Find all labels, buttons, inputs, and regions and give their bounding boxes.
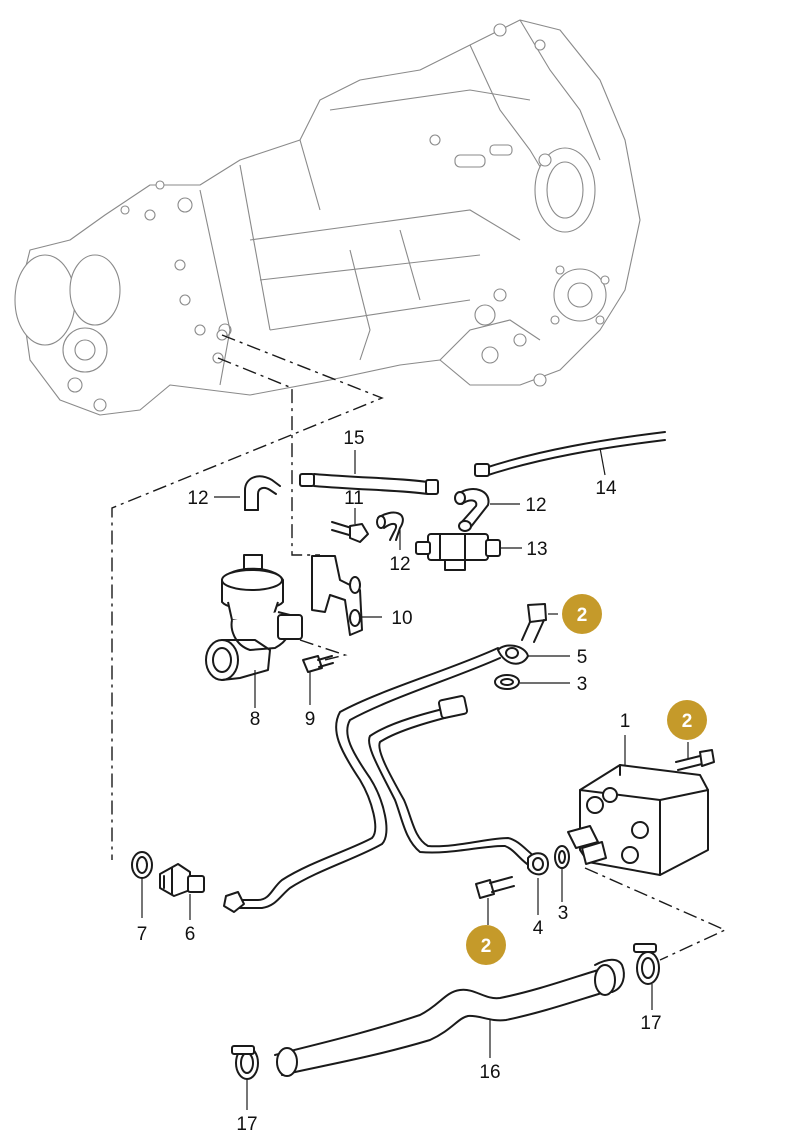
badge-2-right-text: 2 bbox=[682, 711, 693, 732]
callout-17-left: 17 bbox=[236, 1114, 257, 1135]
callout-12-left: 12 bbox=[187, 488, 208, 509]
bolt-upper-right bbox=[675, 742, 715, 771]
oil-cooler-1 bbox=[567, 735, 709, 876]
seal-3-lower bbox=[554, 845, 570, 902]
badge-2-upper-text: 2 bbox=[577, 605, 588, 626]
transmission-assembly bbox=[14, 19, 641, 416]
bolt-9 bbox=[302, 655, 334, 705]
bolt-11 bbox=[331, 508, 369, 543]
valve-13 bbox=[415, 533, 522, 571]
valve-8 bbox=[205, 554, 303, 708]
callout-1: 1 bbox=[620, 711, 631, 732]
callout-3-upper: 3 bbox=[577, 674, 588, 695]
clamp-17-right bbox=[633, 943, 660, 1010]
badge-2-lower: 2 bbox=[466, 925, 506, 965]
hose-16 bbox=[274, 958, 625, 1077]
clamp-17-left bbox=[231, 1045, 259, 1110]
hose-12-right bbox=[454, 488, 520, 532]
callout-12-middle: 12 bbox=[389, 554, 410, 575]
badge-2-upper: 2 bbox=[562, 594, 602, 634]
bracket-10 bbox=[311, 555, 382, 636]
bolt-lower bbox=[475, 876, 515, 925]
hose-14 bbox=[474, 431, 666, 477]
callout-labels: 15 14 12 11 12 13 12 10 5 3 8 9 1 3 4 7 … bbox=[137, 428, 662, 1135]
fitting-6 bbox=[159, 863, 205, 920]
callout-3-lower: 3 bbox=[558, 903, 569, 924]
callout-13: 13 bbox=[526, 539, 547, 560]
callout-15: 15 bbox=[343, 428, 364, 449]
callout-5: 5 bbox=[577, 647, 588, 668]
badge-2-right: 2 bbox=[667, 700, 707, 740]
callout-17-right: 17 bbox=[640, 1013, 661, 1034]
callout-16: 16 bbox=[479, 1062, 500, 1083]
callout-11: 11 bbox=[344, 488, 364, 509]
oil-pipe bbox=[223, 647, 535, 913]
callout-9: 9 bbox=[305, 709, 316, 730]
bolt-5 bbox=[497, 603, 570, 665]
callout-12-right: 12 bbox=[525, 495, 546, 516]
callout-6: 6 bbox=[185, 924, 196, 945]
assembly-lines bbox=[111, 334, 727, 961]
hose-15 bbox=[299, 450, 439, 495]
callout-4: 4 bbox=[533, 918, 544, 939]
callout-14: 14 bbox=[595, 478, 617, 499]
callout-7: 7 bbox=[137, 924, 148, 945]
badge-2-lower-text: 2 bbox=[481, 936, 492, 957]
hose-12-middle bbox=[376, 511, 404, 541]
callout-10: 10 bbox=[391, 608, 412, 629]
hose-12-left bbox=[214, 475, 281, 511]
callout-8: 8 bbox=[250, 709, 261, 730]
seal-3-upper bbox=[494, 674, 570, 690]
ring-7 bbox=[131, 851, 153, 918]
fitting-4 bbox=[527, 852, 549, 915]
